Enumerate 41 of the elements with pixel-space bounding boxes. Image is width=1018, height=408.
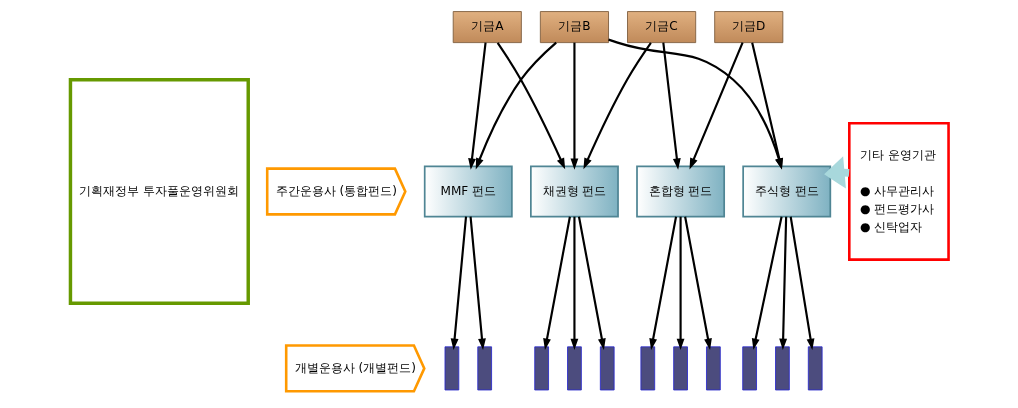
node-box: 주식형 펀드 [741,165,831,218]
arrow [582,42,652,170]
node-box: 채권형 펀드 [529,165,619,218]
arrow [469,216,486,350]
node-bar [672,346,688,391]
node-bar [639,346,655,391]
arrow [789,216,814,350]
node-box: 기타 운영기관 ● 사무관리사 ● 펀드평가사 ● 신탁업자 [847,122,950,261]
arrow [750,42,783,170]
arrow [496,42,565,170]
node-box: 기금A [452,11,522,44]
node-box: 혼합형 펀드 [635,165,725,218]
arrow [751,216,783,350]
arrow [688,42,744,170]
arrow [661,42,681,170]
arrow [450,216,467,350]
node-bar [741,346,757,391]
arrow [607,38,783,170]
node-box: 기금D [713,11,783,44]
node-bar [566,346,582,391]
node-bar [774,346,790,391]
arrow [577,216,606,350]
arrow [683,216,712,350]
node-bar [533,346,549,391]
node-box: 기획재정부 투자풀운영위원회 [68,78,250,305]
node-box: MMF 펀드 [423,165,513,218]
node-bar [599,346,615,391]
arrow [778,216,787,350]
node-box: 기금B [539,11,609,44]
node-box: 기금C [626,11,696,44]
arrow [467,42,487,170]
node-bar [705,346,721,391]
arrow [648,216,677,350]
node-bar [807,346,823,391]
arrow [570,42,578,170]
arrow [676,216,685,350]
arrow [542,216,571,350]
arrow [475,41,557,170]
node-bar [444,346,459,391]
arrow [570,216,578,350]
node-bar [476,346,492,391]
